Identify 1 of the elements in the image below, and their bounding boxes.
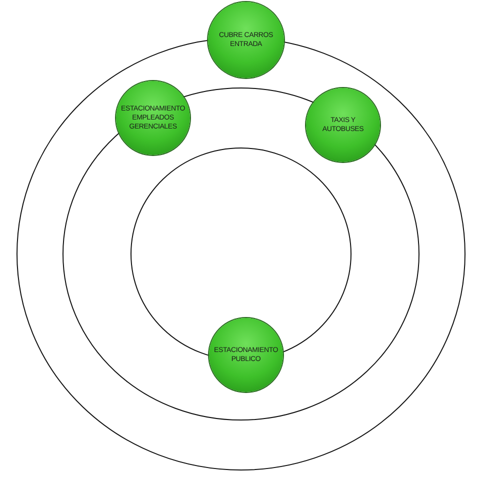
sphere-node bbox=[306, 88, 380, 162]
